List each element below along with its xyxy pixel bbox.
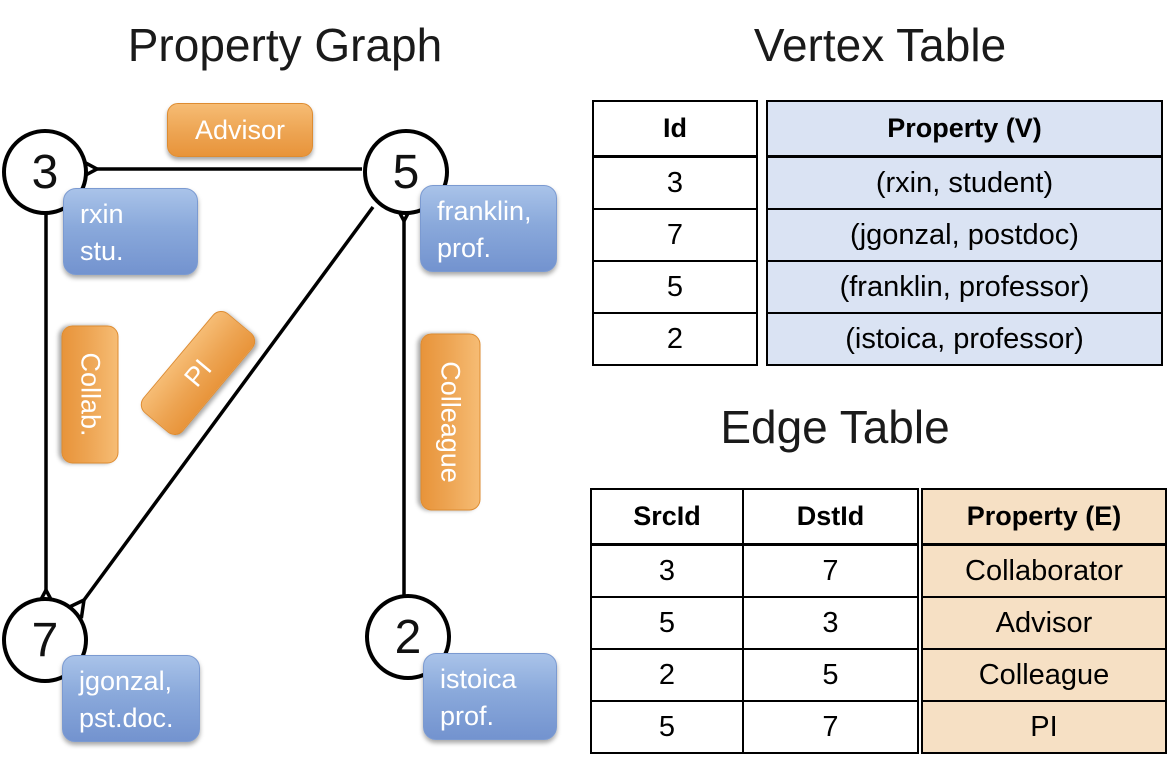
property-graph-title: Property Graph (127, 19, 443, 71)
table-cell: Advisor (921, 596, 1167, 650)
vertex-table-property-header: Property (V) (766, 100, 1163, 158)
vertex-prop-line: prof. (437, 233, 492, 263)
table-row: (rxin, student) (766, 155, 1163, 210)
vertex-prop-line: stu. (80, 236, 124, 266)
table-cell: 7 (592, 208, 758, 262)
vertex-table-property-block: Property (V) (rxin, student)(jgonzal, po… (766, 100, 1163, 366)
table-cell: (istoica, professor) (766, 312, 1163, 366)
table-row: (jgonzal, postdoc) (766, 208, 1163, 262)
vertex-prop-box-3: rxin stu. (63, 188, 198, 275)
vertex-prop-line: istoica (440, 664, 517, 694)
edge-table-title: Edge Table (720, 401, 950, 453)
table-row: Collaborator (921, 543, 1167, 598)
edge-table-property-header: Property (E) (921, 488, 1167, 546)
vertex-table-id-header: Id (592, 100, 758, 158)
vertex-prop-line: pst.doc. (79, 703, 174, 733)
table-row: PI (921, 700, 1167, 754)
table-cell: PI (921, 700, 1167, 754)
edge-table-srcid-header: SrcId (590, 488, 744, 546)
vertex-prop-box-7: jgonzal, pst.doc. (62, 655, 200, 742)
vertex-prop-line: jgonzal, (79, 666, 173, 696)
edge-table-dstid-header: DstId (742, 488, 919, 546)
vertex-prop-line: rxin (80, 199, 124, 229)
table-cell: 5 (590, 700, 744, 754)
vertex-prop-line: prof. (440, 701, 495, 731)
table-cell: (jgonzal, postdoc) (766, 208, 1163, 262)
table-cell: (rxin, student) (766, 155, 1163, 210)
table-cell: 5 (742, 648, 919, 702)
table-header-row: Property (E) (921, 488, 1167, 546)
table-cell: (franklin, professor) (766, 260, 1163, 314)
table-header-row: SrcId DstId (590, 488, 919, 546)
table-row: (franklin, professor) (766, 260, 1163, 314)
table-cell: 7 (742, 700, 919, 754)
edge-label-advisor: Advisor (167, 103, 313, 157)
table-row: (istoica, professor) (766, 312, 1163, 366)
edge-label-colleague: Colleague (420, 333, 481, 511)
table-cell: 2 (592, 312, 758, 366)
table-cell: 7 (742, 543, 919, 598)
graph-edges (35, 158, 415, 619)
table-cell: 3 (590, 543, 744, 598)
table-cell: Collaborator (921, 543, 1167, 598)
table-cell: 5 (592, 260, 758, 314)
table-cell: Colleague (921, 648, 1167, 702)
table-header-row: Id (592, 100, 758, 158)
edge-pi-line (66, 205, 375, 619)
table-header-row: Property (V) (766, 100, 1163, 158)
table-row: Advisor (921, 596, 1167, 650)
table-cell: 3 (592, 155, 758, 210)
table-row: 2 (592, 312, 758, 366)
edge-label-collab: Collab. (61, 325, 119, 464)
table-row: Colleague (921, 648, 1167, 702)
graph-node-5: 5 (363, 129, 449, 215)
vertex-prop-box-5: franklin, prof. (420, 185, 557, 272)
vertex-prop-line: franklin, (437, 196, 532, 226)
table-cell: 2 (590, 648, 744, 702)
graph-node-2: 2 (365, 594, 451, 680)
table-cell: 3 (742, 596, 919, 650)
vertex-table-title: Vertex Table (753, 19, 1007, 71)
table-row: 5 (592, 260, 758, 314)
table-row: 3 (592, 155, 758, 210)
vertex-prop-box-2: istoica prof. (423, 653, 557, 740)
table-row: 7 (592, 208, 758, 262)
table-cell: 5 (590, 596, 744, 650)
